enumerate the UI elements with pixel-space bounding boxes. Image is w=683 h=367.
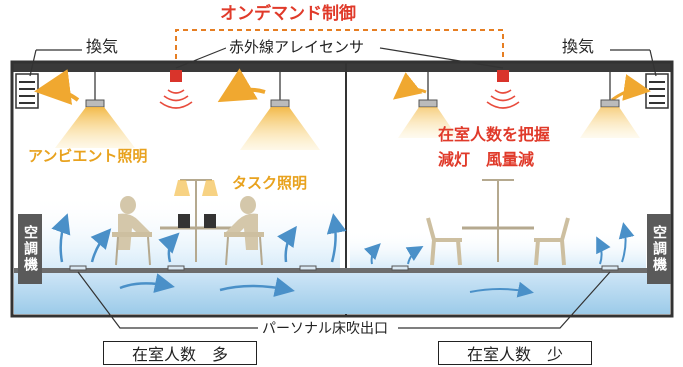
ambient-light-3-dimmed xyxy=(398,72,458,138)
infrared-sensor-label: 赤外線アレイセンサ xyxy=(226,40,368,55)
floor-outlet-label: パーソナル床吹出口 xyxy=(258,322,392,336)
air-zone-left xyxy=(40,195,340,268)
outlet-leaders xyxy=(77,271,611,329)
empty-chairs-right xyxy=(426,217,570,266)
sensor-waves-left xyxy=(159,89,193,109)
ambient-lighting-label: アンビエント照明 xyxy=(28,147,148,165)
exhaust-arrow-left-1 xyxy=(34,69,80,105)
sensor-left xyxy=(170,70,182,82)
occupancy-detect-label: 在室人数を把握 xyxy=(438,125,551,144)
on-demand-control-title: オンデマンド制御 xyxy=(220,4,356,24)
vent-leader-right-v xyxy=(649,49,657,77)
ventilation-label-left: 換気 xyxy=(86,37,119,56)
occupancy-few-box: 在室人数 少 xyxy=(438,341,592,365)
exhaust-arrow-right-2 xyxy=(611,74,651,102)
sensor-leader-right xyxy=(379,47,504,69)
air-conditioner-left: 空調機 xyxy=(18,214,42,284)
sensor-right xyxy=(497,70,509,82)
floor-plenum xyxy=(14,272,670,314)
sensor-waves-right xyxy=(486,89,520,109)
vent-grille-left xyxy=(15,73,39,109)
task-lighting-label: タスク照明 xyxy=(232,174,308,192)
exhaust-arrow-right-1 xyxy=(392,72,427,100)
airflow-arrows-right xyxy=(363,222,635,298)
floor-outlets xyxy=(69,265,619,271)
vent-leader-left-v xyxy=(29,49,37,77)
ambient-light-2 xyxy=(240,72,320,150)
airflow-arrows-left xyxy=(51,213,347,297)
people-left xyxy=(112,196,264,266)
control-dashed-line xyxy=(175,29,504,68)
occupancy-many-box: 在室人数 多 xyxy=(103,341,257,365)
room-frame xyxy=(10,60,674,318)
sensor-leader-left xyxy=(175,47,227,69)
ambient-light-4-dimmed xyxy=(580,72,640,138)
air-conditioner-right: 空調機 xyxy=(647,214,671,284)
desk-right xyxy=(462,179,534,262)
dimming-airflow-label: 減灯 風量減 xyxy=(438,150,535,169)
task-lights-left xyxy=(160,179,232,262)
room-ceiling xyxy=(12,62,672,72)
raised-floor xyxy=(14,268,670,273)
exhaust-arrow-left-2 xyxy=(217,68,266,103)
ventilation-label-right: 換気 xyxy=(562,37,595,56)
ambient-light-1 xyxy=(55,72,135,148)
vent-grille-right xyxy=(645,73,669,109)
